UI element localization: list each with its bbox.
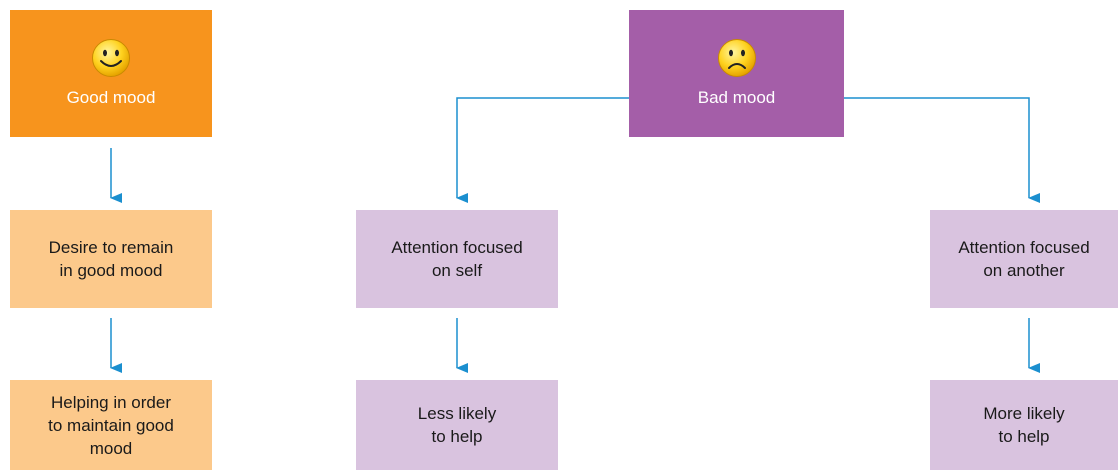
attention-on-another-box: Attention focused on another (930, 210, 1118, 308)
bad-mood-label: Bad mood (697, 88, 776, 107)
desire-to-remain-label: Desire to remain in good mood (48, 238, 174, 280)
more-likely-box: More likely to help (930, 380, 1118, 470)
more-likely-label: More likely to help (983, 404, 1065, 446)
attention-on-self-label: Attention focused on self (391, 238, 523, 280)
less-likely-label: Less likely to help (417, 404, 497, 446)
desire-to-remain-box: Desire to remain in good mood (10, 210, 212, 308)
helping-to-maintain-box: Helping in order to maintain good mood (10, 380, 212, 470)
less-likely-box: Less likely to help (356, 380, 558, 470)
attention-on-another-label: Attention focused on another (958, 238, 1090, 280)
smiley-face-icon (92, 39, 130, 77)
attention-on-self-box: Attention focused on self (356, 210, 558, 308)
arrow-bad-to-another (844, 97, 1040, 203)
helping-to-maintain-label: Helping in order to maintain good mood (48, 392, 174, 458)
arrow-bad-to-self (456, 97, 629, 203)
sad-face-icon (717, 39, 756, 77)
good-mood-label: Good mood (66, 88, 156, 107)
bad-mood-box: Bad mood (629, 10, 844, 137)
good-mood-box: Good mood (10, 10, 212, 137)
